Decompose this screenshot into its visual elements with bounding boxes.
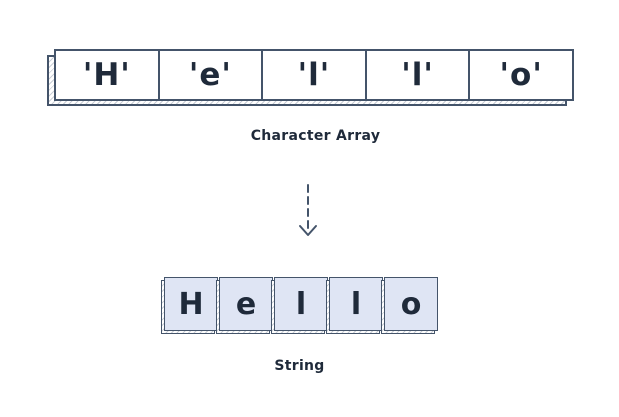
- array-cell-l-2: 'l': [367, 51, 471, 99]
- string-char-e: e: [216, 277, 273, 334]
- array-cell-e: 'e': [160, 51, 264, 99]
- array-cell-o: 'o': [499, 57, 543, 93]
- string-label: String: [274, 358, 325, 374]
- string-char-l-2: l: [326, 277, 383, 334]
- dashed-down-arrow-icon: [299, 184, 317, 236]
- string-char-label: o: [384, 277, 438, 331]
- string-row: H e l l o: [161, 277, 441, 337]
- string-char-l-1: l: [271, 277, 328, 334]
- string-char-label: l: [329, 277, 383, 331]
- string-char-label: e: [219, 277, 273, 331]
- character-array: 'H' 'e' 'l' 'l' 'o': [54, 49, 574, 101]
- string-char-label: l: [274, 277, 328, 331]
- array-cell-l-1: 'l': [263, 51, 367, 99]
- array-cell-h: 'H': [56, 51, 160, 99]
- character-array-label: Character Array: [250, 128, 381, 144]
- string-char-h: H: [161, 277, 218, 334]
- string-char-o: o: [381, 277, 438, 334]
- string-char-label: H: [164, 277, 218, 331]
